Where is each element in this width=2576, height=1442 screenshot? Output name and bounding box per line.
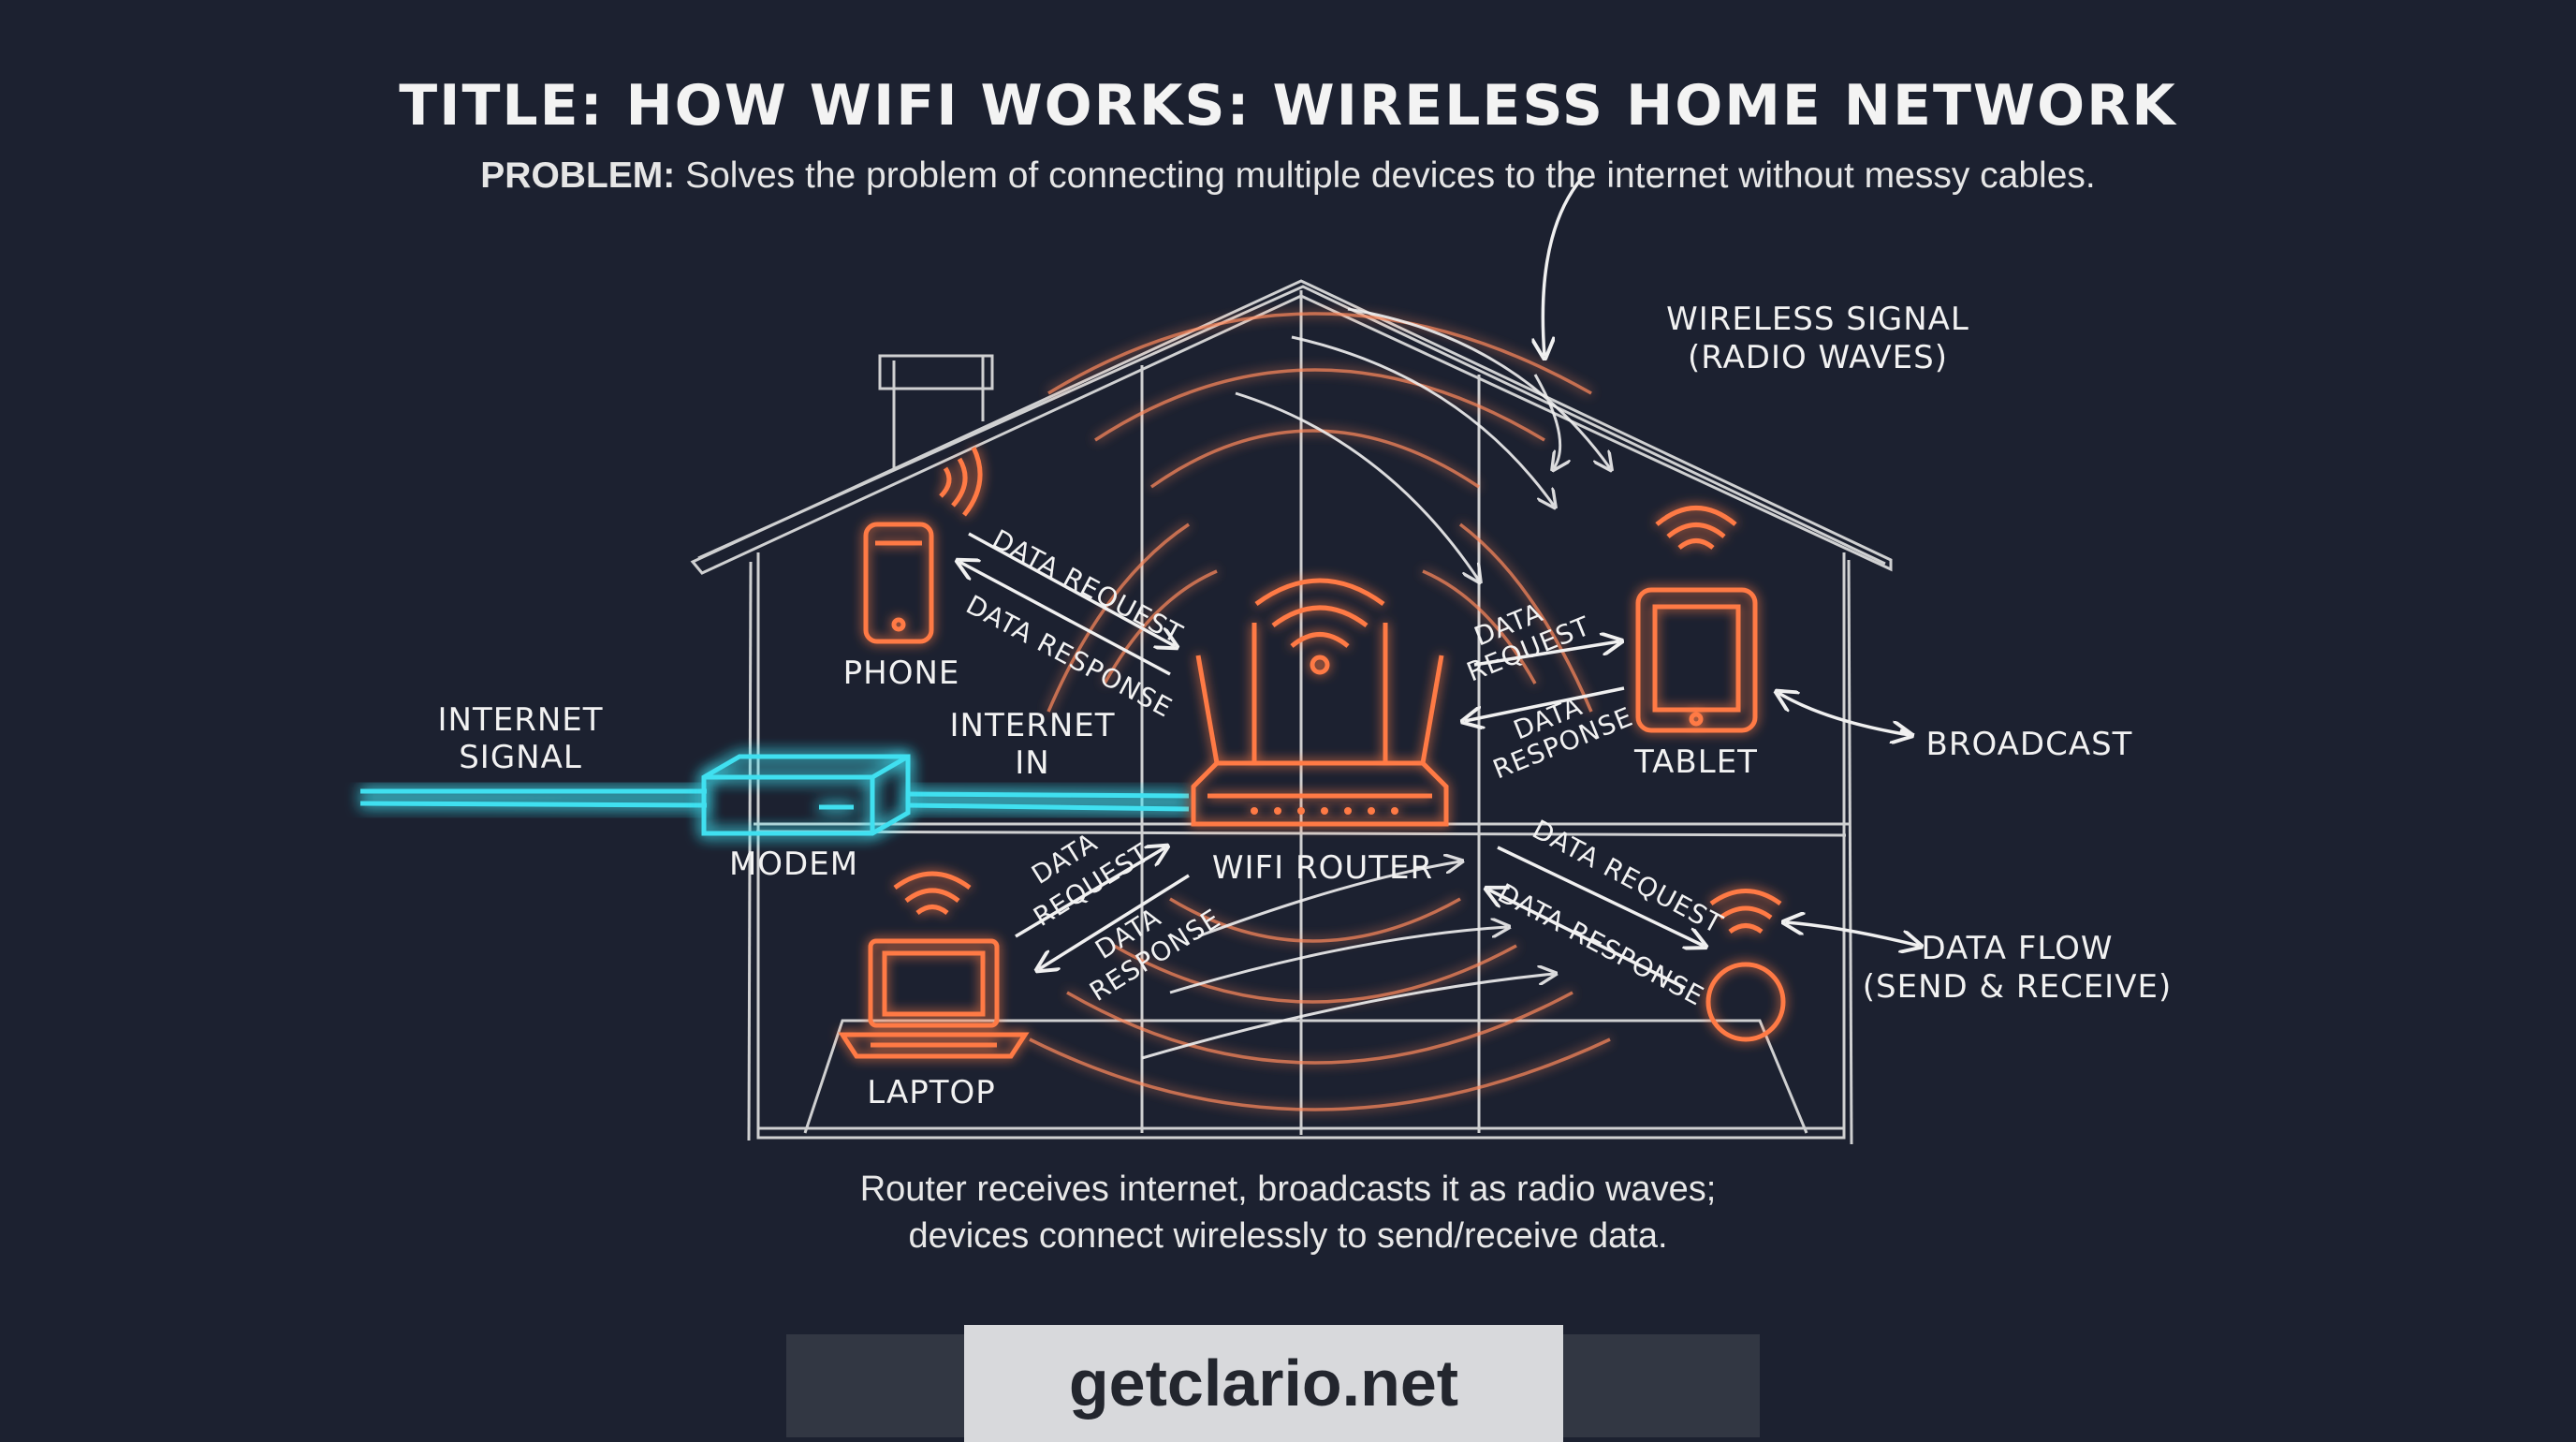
data-arrows	[959, 176, 1919, 990]
wireless-signal-label-2: (RADIO WAVES)	[1688, 339, 1948, 376]
tablet-icon	[1635, 506, 1758, 733]
router-label: WIFI ROUTER	[1212, 849, 1433, 887]
caption-line-1: Router receives internet, broadcasts it …	[859, 1170, 1717, 1209]
router-icon	[1191, 578, 1449, 827]
data-flow-label-2: (SEND & RECEIVE)	[1863, 968, 2172, 1006]
laptop-icon	[838, 871, 1030, 1059]
modem-label: MODEM	[729, 846, 858, 883]
radio-waves	[1029, 312, 1611, 1111]
laptop-label: LAPTOP	[867, 1074, 996, 1111]
signal-arcs	[1141, 307, 1610, 1060]
diagram-title: TITLE: HOW WIFI WORKS: WIRELESS HOME NET…	[399, 73, 2177, 139]
phone-label: PHONE	[843, 655, 960, 692]
problem-statement: PROBLEM: Solves the problem of connectin…	[0, 155, 2576, 197]
wireless-signal-label-1: WIRELESS SIGNAL	[1666, 301, 1969, 338]
internet-in-label-2: IN	[1015, 744, 1049, 782]
smart-speaker-icon	[1705, 889, 1786, 1042]
phone-icon	[863, 446, 983, 644]
problem-label: PROBLEM:	[480, 155, 676, 196]
diagram-caption: Router receives internet, broadcasts it …	[0, 1166, 2576, 1259]
modem-icon	[701, 754, 911, 836]
problem-text: Solves the problem of connecting multipl…	[685, 155, 2096, 196]
house-outline	[690, 279, 1893, 1145]
router-leds	[1251, 807, 1398, 815]
internet-signal-label-2: SIGNAL	[459, 739, 582, 776]
internet-signal-label-1: INTERNET	[437, 701, 603, 739]
tablet-label: TABLET	[1633, 743, 1758, 781]
brand-watermark: getclario.net	[964, 1325, 1563, 1442]
internet-cable	[359, 788, 1190, 812]
caption-line-2: devices connect wirelessly to send/recei…	[908, 1216, 1668, 1256]
broadcast-label: BROADCAST	[1926, 726, 2133, 763]
internet-in-label-1: INTERNET	[949, 707, 1115, 744]
data-flow-label-1: DATA FLOW	[1921, 930, 2113, 967]
